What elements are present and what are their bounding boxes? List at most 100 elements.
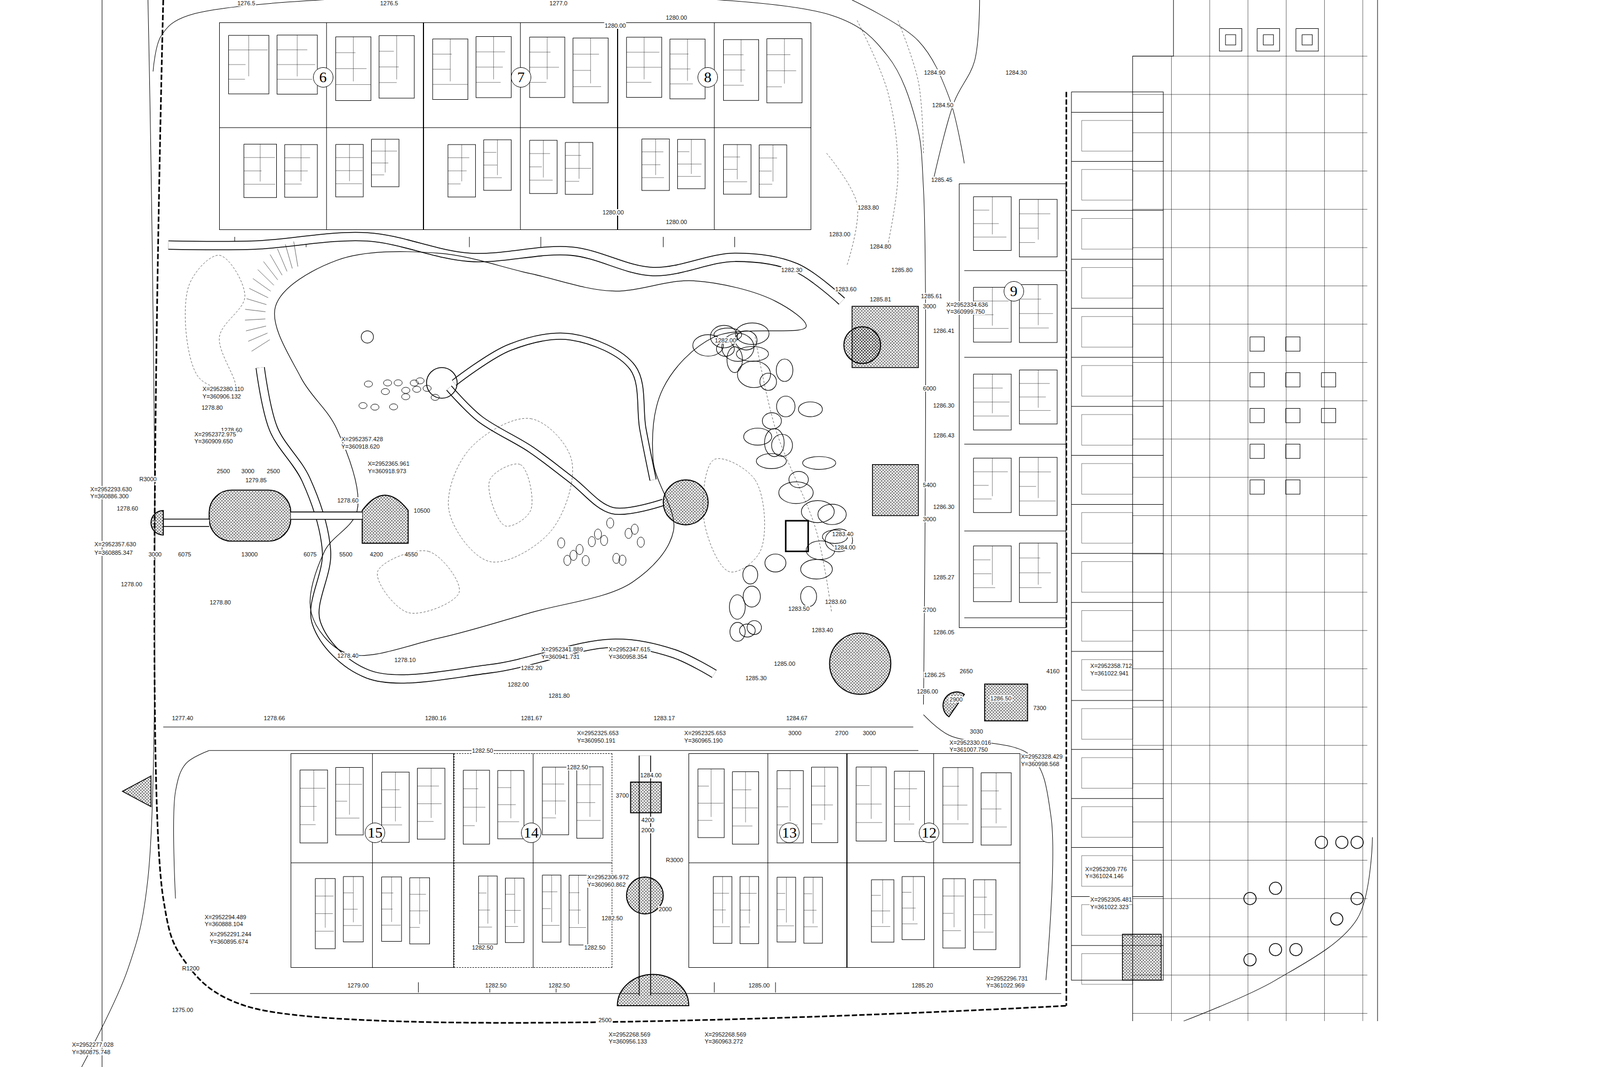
room-wall: [1019, 572, 1051, 573]
room-wall: [973, 328, 1009, 329]
room-wall: [313, 769, 315, 821]
shop-unit: [1081, 267, 1133, 298]
dimension-label: 2650: [958, 667, 973, 675]
unit-footprint: [811, 766, 838, 843]
room-wall: [824, 766, 826, 820]
room-wall: [476, 770, 477, 822]
room-wall: [497, 787, 511, 788]
room-wall: [324, 878, 326, 928]
unit-footprint: [766, 38, 803, 103]
dimension-label: 3030: [969, 728, 984, 735]
elevation-label: 1282.50: [471, 944, 494, 951]
room-wall: [542, 783, 565, 784]
room-wall: [1019, 396, 1046, 398]
dimension-label: R3000: [138, 475, 157, 483]
paving-joint: [1132, 56, 1368, 57]
square-plaza: [984, 683, 1028, 721]
room-wall: [448, 170, 467, 172]
room-wall: [758, 184, 773, 185]
unit-footprint: [572, 37, 608, 103]
paving-joint: [1285, 0, 1287, 1021]
elevation-label: 1276.5: [379, 0, 399, 7]
coordinate-label: Y=360965.190: [683, 737, 724, 744]
coordinate-label: Y=360886.300: [89, 492, 130, 500]
entry-step: [662, 236, 664, 247]
room-wall: [973, 471, 1008, 472]
room-wall: [1019, 471, 1051, 472]
shop-unit: [1081, 610, 1133, 641]
elevation-label: 1279.85: [244, 476, 268, 484]
room-wall: [497, 804, 516, 805]
room-wall: [448, 183, 461, 184]
coordinate-label: Y=360895.674: [209, 938, 249, 945]
entry-step: [734, 236, 735, 247]
room-wall: [371, 174, 384, 175]
paving-motif: [1301, 34, 1312, 45]
room-wall: [643, 37, 645, 80]
elevation-label: 1285.30: [745, 674, 768, 682]
rock: [776, 358, 793, 382]
elevation-label: 1283.60: [834, 285, 858, 293]
coordinate-label: X=2952293.630: [89, 485, 133, 493]
room-wall: [992, 287, 993, 326]
entry-plaza: [150, 510, 164, 535]
room-wall: [758, 157, 778, 159]
paving-circle: [1269, 882, 1282, 895]
paving-motif: [1225, 34, 1236, 45]
elevation-label: 1284.80: [869, 243, 892, 250]
building-block: 8: [617, 22, 812, 230]
room-wall: [981, 826, 1007, 828]
paving-joint: [1132, 362, 1368, 363]
room-wall: [463, 825, 476, 826]
shop-divider: [1071, 161, 1164, 162]
unit-footprint: [777, 770, 804, 843]
room-wall: [677, 163, 702, 165]
dimension-label: 4200: [369, 550, 384, 558]
room-wall: [1019, 485, 1036, 487]
rock: [735, 322, 770, 344]
unit-footprint: [565, 142, 594, 195]
building-number: 15: [364, 822, 386, 843]
room-wall: [335, 800, 347, 802]
road-edge: [209, 749, 919, 751]
room-wall: [803, 893, 813, 894]
rock: [716, 341, 734, 356]
shop-divider: [1071, 210, 1164, 211]
elevation-label: 1277.0: [548, 0, 568, 7]
dimension-label: 2700: [922, 606, 937, 613]
room-wall: [276, 78, 312, 80]
contour-line: [898, 20, 924, 154]
elevation-label: 1285.27: [932, 573, 956, 581]
room-wall: [641, 177, 664, 178]
unit-footprint: [856, 766, 886, 842]
room-wall: [803, 926, 818, 927]
entry-plaza: [617, 974, 690, 1006]
bridge-deck: [293, 241, 299, 267]
unit-footprint: [758, 145, 787, 198]
paving-circle: [1315, 835, 1328, 848]
square-plaza: [872, 464, 919, 516]
unit-footprint: [483, 139, 512, 191]
room-wall: [882, 879, 883, 924]
elevation-label: 1280.00: [665, 14, 688, 21]
elevation-label: 1283.00: [828, 230, 852, 238]
plaza-edge: [1132, 0, 1174, 1021]
room-wall: [381, 924, 402, 926]
room-wall: [315, 895, 334, 896]
stepping-stone: [606, 517, 614, 528]
room-wall: [973, 387, 1003, 389]
stepping-stone: [370, 403, 379, 410]
rock: [771, 434, 793, 456]
elevation-label: 1278.80: [201, 404, 224, 411]
room-wall: [228, 64, 246, 66]
room-wall: [953, 878, 955, 927]
coordinate-label: Y=361022.323: [1089, 903, 1130, 910]
room-wall: [569, 892, 580, 893]
paving-joint: [1132, 782, 1368, 784]
shop-divider: [1071, 112, 1164, 113]
coordinate-label: X=2952365.961: [367, 460, 411, 467]
coordinate-label: Y=360956.133: [608, 1037, 648, 1045]
shop-divider: [1071, 602, 1164, 603]
room-wall: [505, 893, 515, 895]
coordinate-label: Y=360875.748: [71, 1048, 111, 1055]
